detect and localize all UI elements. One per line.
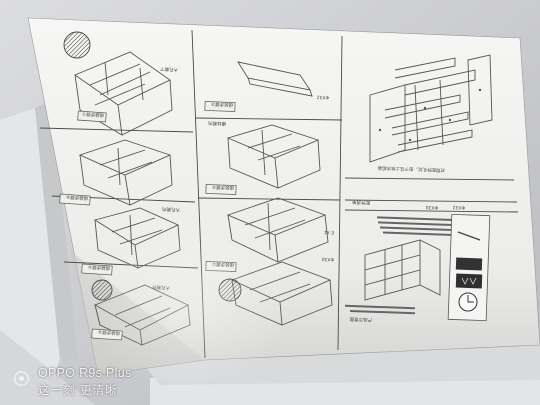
detail-inset bbox=[63, 31, 91, 59]
svg-text:ΦX30: ΦX30 bbox=[425, 204, 438, 210]
svg-text:对照配件孔位，由下往上依次组装: 对照配件孔位，由下往上依次组装 bbox=[377, 165, 445, 174]
tools-panel bbox=[447, 213, 491, 322]
svg-text:大孔朝下: 大孔朝下 bbox=[159, 65, 178, 73]
svg-text:螺丝朝内: 螺丝朝内 bbox=[207, 120, 226, 128]
exploded-view-drawing bbox=[364, 54, 493, 301]
svg-text:配件清单: 配件清单 bbox=[351, 199, 370, 207]
svg-text:组装步骤③: 组装步骤③ bbox=[211, 101, 233, 109]
svg-text:ΦX32: ΦX32 bbox=[316, 94, 329, 100]
svg-text:组装步骤⑤: 组装步骤⑤ bbox=[88, 263, 110, 272]
camera-watermark-slogan: 这一刻 更清晰 bbox=[38, 383, 118, 397]
cardboard-box bbox=[0, 108, 60, 405]
camera-watermark-model: OPPO R9s Plus bbox=[38, 366, 132, 380]
svg-text:产品示意图: 产品示意图 bbox=[349, 316, 372, 324]
svg-text:组装步骤⑦: 组装步骤⑦ bbox=[82, 110, 104, 119]
svg-text:组装步骤⑥: 组装步骤⑥ bbox=[66, 193, 88, 202]
oppo-camera-icon bbox=[14, 371, 29, 386]
svg-text:ΦX32: ΦX32 bbox=[452, 204, 465, 210]
